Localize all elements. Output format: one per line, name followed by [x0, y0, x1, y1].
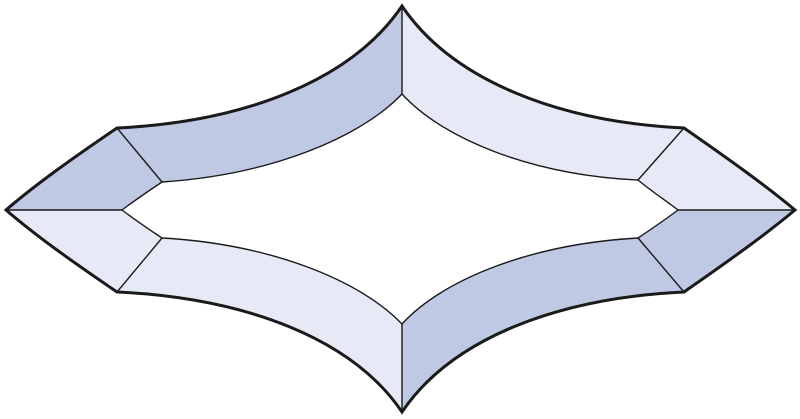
divider-bottom-left-corner: [116, 237, 163, 293]
outer-star-outline: [3, 3, 798, 415]
divider-bottom-right-corner: [637, 237, 685, 293]
top-right-band-facet: [402, 6, 684, 180]
top-left-band-facet: [117, 6, 402, 182]
divider-top-left-corner: [116, 127, 163, 183]
left-lower-tip-facet: [6, 210, 162, 292]
right-lower-tip-facet: [638, 210, 795, 292]
divider-top-right-corner: [637, 127, 685, 181]
bottom-left-band-facet: [117, 238, 402, 412]
bottom-right-band-facet: [402, 238, 684, 412]
left-upper-tip-facet: [6, 128, 162, 210]
right-upper-tip-facet: [638, 128, 795, 210]
